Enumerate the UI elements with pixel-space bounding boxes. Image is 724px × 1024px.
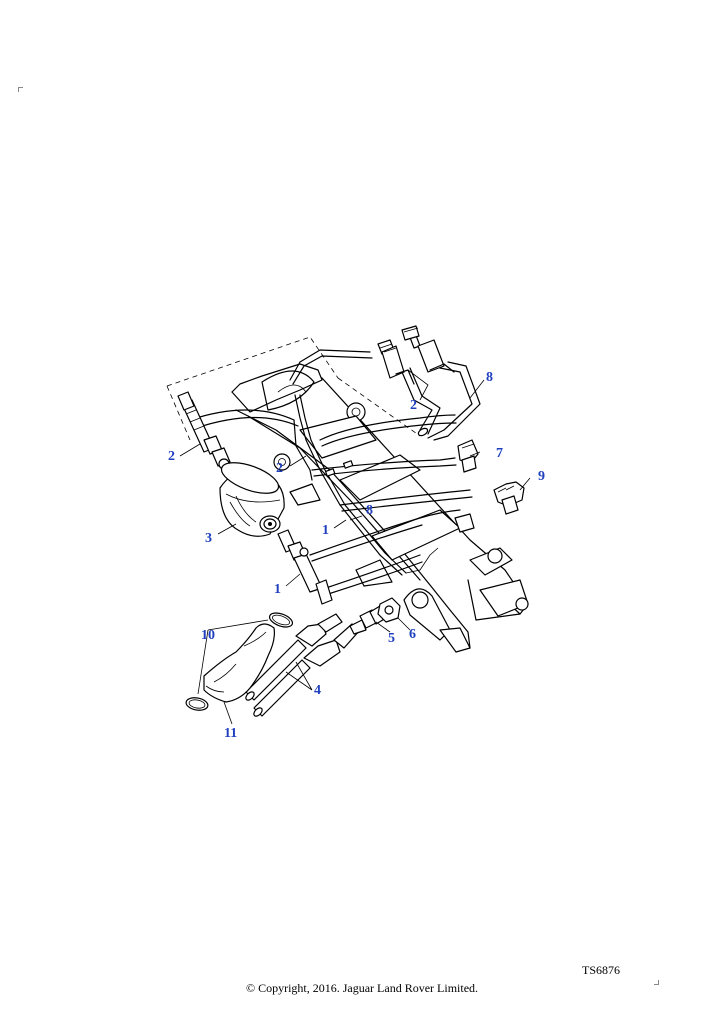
part-8-bent-pipes	[377, 325, 481, 441]
part-7-clip	[457, 439, 479, 473]
callout-4[interactable]: 4	[314, 683, 321, 698]
callout-2[interactable]: 2	[276, 461, 283, 476]
callout-8[interactable]: 8	[366, 503, 373, 518]
part-10-hose-clamps	[185, 612, 294, 711]
part-1-inlet-pipe	[277, 529, 333, 605]
callout-8[interactable]: 8	[486, 370, 493, 385]
part-2-hose-fitting-left	[177, 391, 231, 470]
part-11-protective-sleeve	[203, 623, 275, 703]
callout-10[interactable]: 10	[201, 628, 215, 643]
callout-7[interactable]: 7	[496, 446, 503, 461]
crop-mark-top-left	[18, 87, 23, 92]
callout-9[interactable]: 9	[538, 469, 545, 484]
chassis-frame	[231, 363, 529, 653]
leader-lines	[179, 369, 531, 725]
callout-11[interactable]: 11	[224, 726, 237, 741]
callout-3[interactable]: 3	[205, 531, 212, 546]
callout-5[interactable]: 5	[388, 631, 395, 646]
part-9-double-clip	[493, 481, 525, 515]
callout-2[interactable]: 2	[410, 398, 417, 413]
callout-2[interactable]: 2	[168, 449, 175, 464]
copyright-notice: © Copyright, 2016. Jaguar Land Rover Lim…	[245, 981, 479, 995]
drawing-reference-code: TS6876	[581, 963, 620, 977]
part-4-fuel-hoses	[245, 613, 367, 717]
callout-labels: 2 2 2 3 1 8 8 1 7 9 5 6 4 10 11	[168, 370, 545, 741]
callout-1[interactable]: 1	[274, 582, 281, 597]
callout-6[interactable]: 6	[409, 627, 416, 642]
callout-1[interactable]: 1	[322, 523, 329, 538]
part-3-fuel-filter	[219, 462, 285, 537]
crop-mark-bottom-right	[654, 980, 659, 985]
fuel-pipe-assembly	[189, 349, 473, 597]
